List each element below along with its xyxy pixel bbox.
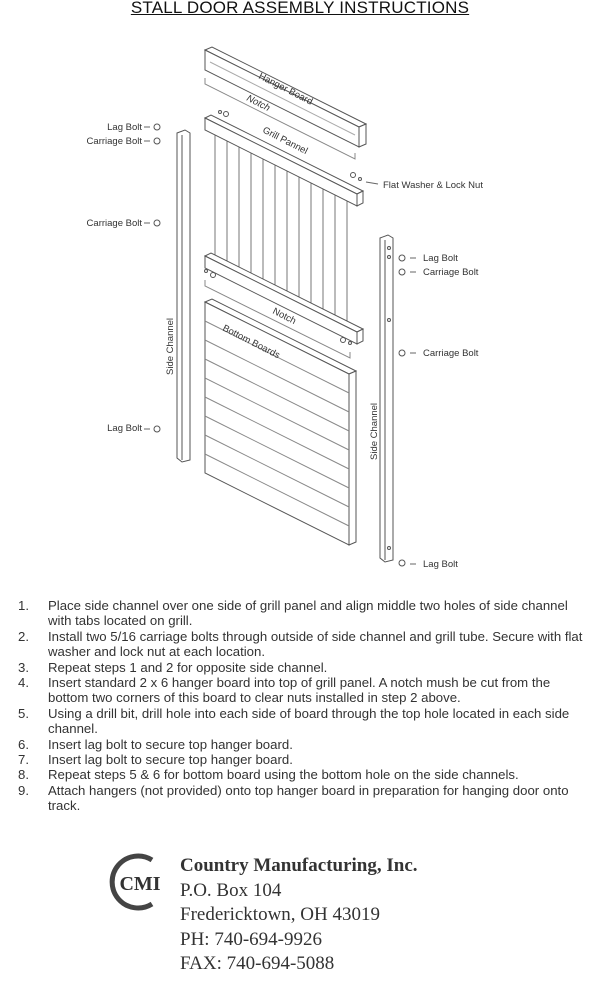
grill-bottom-rail — [203, 252, 365, 345]
flat-washer-label: Flat Washer & Lock Nut — [383, 180, 483, 191]
side-channel-left-label: Side Channel — [165, 318, 176, 375]
step-item: 5. Using a drill bit, drill hole into eac… — [18, 706, 588, 737]
po-box: P.O. Box 104 — [180, 879, 282, 901]
grill-bars — [214, 126, 348, 324]
step-item: 8. Repeat steps 5 & 6 for bottom board us… — [18, 767, 588, 782]
step-text: Repeat steps 1 and 2 for opposite side c… — [48, 659, 328, 675]
step-number: 2. — [18, 628, 29, 644]
lag-bolt-label: Lag Bolt — [423, 253, 458, 264]
carriage-bolt-label: Carriage Bolt — [87, 136, 143, 147]
notch-bottom-bracket — [204, 280, 351, 359]
step-text: Place side channel over one side of gril… — [48, 598, 568, 629]
step-number: 4. — [18, 675, 29, 691]
step-item: 1. Place side channel over one side of gr… — [18, 598, 588, 629]
instruction-list: 1. Place side channel over one side of gr… — [18, 598, 588, 814]
company-name: Country Manufacturing, Inc. — [180, 855, 418, 876]
left-side-channel — [176, 129, 191, 463]
carriage-bolt-label: Carriage Bolt — [423, 267, 479, 278]
company-info: Country Manufacturing, Inc. P.O. Box 104… — [180, 854, 418, 977]
notch-top-bracket — [204, 78, 356, 160]
right-side-channel — [379, 234, 394, 563]
assembly-diagram: Hanger Board Notch Grill Pannel Notch Bo… — [87, 46, 483, 570]
step-text: Using a drill bit, drill hole into each … — [48, 705, 570, 737]
step-item: 7. Insert lag bolt to secure top hanger b… — [18, 752, 588, 767]
step-text: Insert standard 2 x 6 hanger board into … — [48, 675, 551, 706]
leader-lines — [144, 126, 416, 565]
side-channel-right-label: Side Channel — [369, 403, 380, 460]
step-number: 7. — [18, 752, 29, 768]
lag-bolt-label: Lag Bolt — [107, 423, 142, 434]
phone: PH: 740-694-9926 — [180, 928, 322, 950]
step-text: Install two 5/16 carriage bolts through … — [48, 628, 583, 660]
carriage-bolt-label: Carriage Bolt — [87, 218, 143, 229]
lag-bolt-label: Lag Bolt — [107, 122, 142, 133]
svg-text:CMI: CMI — [119, 873, 160, 895]
step-text: Attach hangers (not provided) onto top h… — [48, 782, 569, 814]
step-text: Insert lag bolt to secure top hanger boa… — [48, 736, 293, 752]
page-title: STALL DOOR ASSEMBLY INSTRUCTIONS — [130, 0, 470, 17]
company-logo: CMI — [109, 853, 161, 911]
step-number: 6. — [18, 736, 29, 752]
bottom-boards — [203, 298, 358, 546]
lag-bolt-label: Lag Bolt — [423, 559, 458, 570]
step-item: 2. Install two 5/16 carriage bolts throug… — [18, 629, 588, 660]
step-number: 3. — [18, 659, 29, 675]
hanger-board — [203, 46, 368, 148]
step-number: 9. — [18, 782, 29, 798]
step-item: 6. Insert lag bolt to secure top hanger b… — [18, 737, 588, 752]
grill-top-rail — [203, 114, 365, 207]
fax: FAX: 740-694-5088 — [180, 953, 335, 974]
step-number: 5. — [18, 705, 29, 721]
step-number: 8. — [18, 767, 29, 783]
city: Fredericktown, OH 43019 — [180, 904, 380, 925]
step-item: 4. Insert standard 2 x 6 hanger board int… — [18, 675, 588, 706]
step-number: 1. — [18, 598, 29, 613]
step-text: Insert lag bolt to secure top hanger boa… — [48, 752, 293, 768]
step-text: Repeat steps 5 & 6 for bottom board usin… — [48, 767, 519, 783]
step-item: 9. Attach hangers (not provided) onto top… — [18, 783, 588, 814]
carriage-bolt-label: Carriage Bolt — [423, 348, 479, 359]
step-item: 3. Repeat steps 1 and 2 for opposite side… — [18, 660, 588, 675]
bolt-icons — [153, 110, 406, 567]
